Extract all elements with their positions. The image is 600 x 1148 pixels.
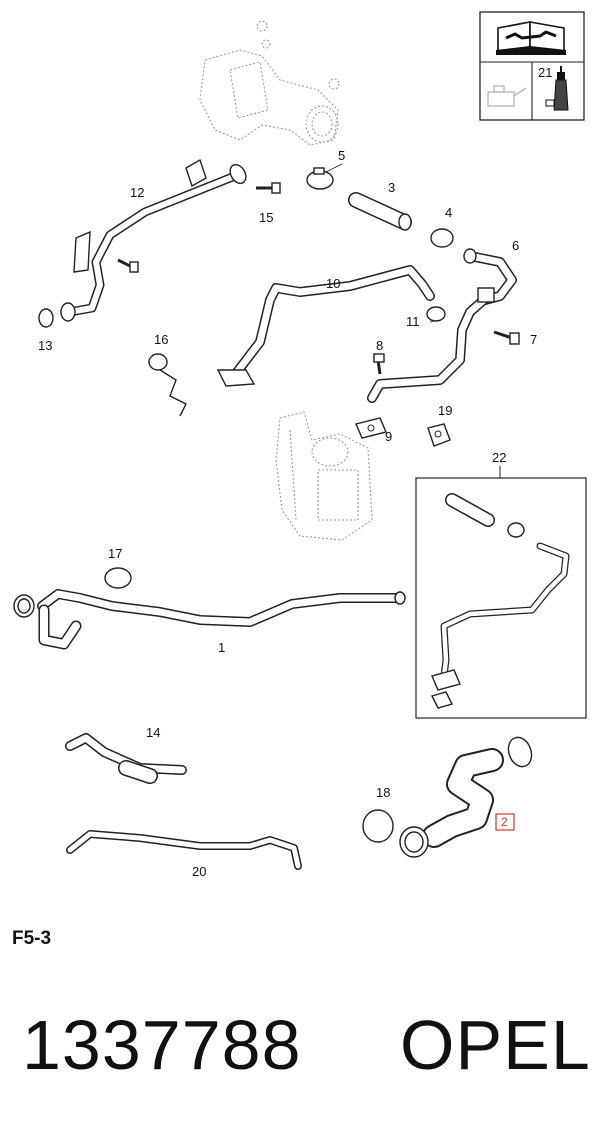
callout-9: 9 [385,429,392,444]
callout-7: 7 [530,332,537,347]
callout-4: 4 [445,205,452,220]
sealant-tube-icon [545,66,569,111]
clamp-17 [104,567,132,589]
detail-box-22 [415,466,587,719]
callout-2: 2 [501,815,508,829]
clamp-4 [430,228,454,248]
manual-book-icon [496,21,566,55]
parts-diagram: 21 [13,11,587,879]
callout-17: 17 [108,546,122,561]
clip-16 [148,353,187,417]
callout-20: 20 [192,864,206,879]
legend-box: 21 [479,11,585,121]
callout-3: 3 [388,180,395,195]
pipe-9-line [367,287,495,403]
callout-15: 15 [259,210,273,225]
hose-3 [348,192,412,231]
callout-19: 19 [438,403,452,418]
pipe-6 [463,248,517,305]
bolt-near-12 [117,258,139,273]
hose-14 [65,733,187,784]
callout-14: 14 [146,725,160,740]
clamp-upper-2 [507,736,533,768]
callout-6: 6 [512,238,519,253]
callout-11: 11 [406,314,420,329]
callout-12: 12 [130,185,144,200]
callout-13: 13 [38,338,52,353]
callout-1: 1 [218,640,225,655]
clamp-5 [306,167,334,190]
part-number: 1337788 [22,1006,302,1084]
callout-8: 8 [376,338,383,353]
oil-can-icon [487,85,527,107]
clamp-18 [362,809,394,843]
callout-2-highlight [495,813,515,831]
hose-2 [399,748,504,858]
callout-22: 22 [492,450,506,465]
bolt-15 [256,182,281,194]
thermostat-housing [199,20,340,146]
section-code: F5-3 [12,928,52,949]
bracket-19 [427,423,451,447]
pipe-12 [60,158,247,322]
callout-18: 18 [376,785,390,800]
bolt-7 [493,330,520,345]
o-ring-13 [38,308,54,328]
leader-lines [325,163,441,323]
pipe-1 [13,589,406,650]
callout-10: 10 [326,276,340,291]
pipe-10 [216,265,435,387]
callout-16: 16 [154,332,168,347]
callout-21: 21 [538,65,552,80]
callout-5: 5 [338,148,345,163]
gasket-9 [355,417,387,439]
bolt-8 [373,353,385,375]
brand-name: OPEL [400,1006,591,1084]
hose-20 [66,830,302,870]
oil-cooler-housing [275,411,373,541]
clamp-11 [426,306,446,322]
